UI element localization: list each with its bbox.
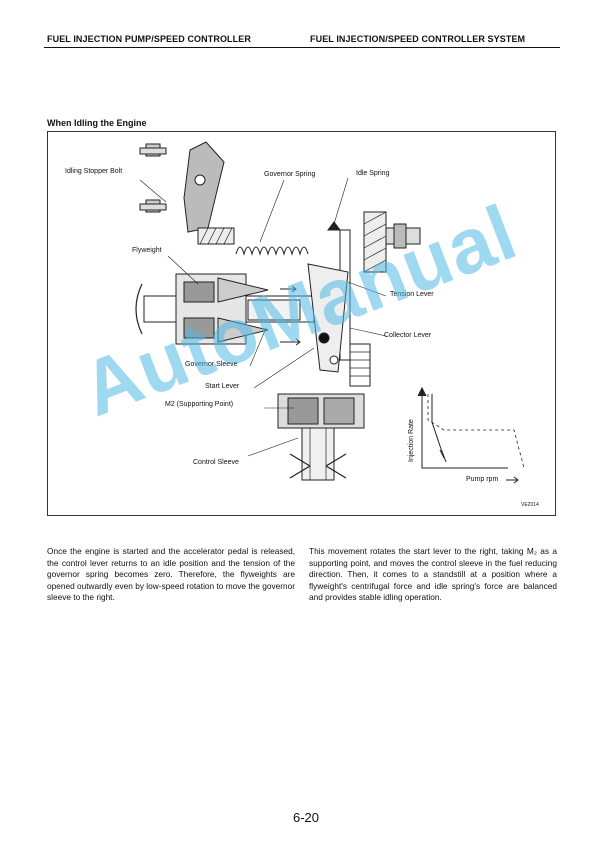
paragraph-left: Once the engine is started and the accel… xyxy=(47,546,295,602)
header-right: FUEL INJECTION/SPEED CONTROLLER SYSTEM xyxy=(310,34,526,44)
header-left: FUEL INJECTION PUMP/SPEED CONTROLLER xyxy=(47,34,251,44)
label-m2-supporting-point: M2 (Supporting Point) xyxy=(165,401,234,408)
section-title: When Idling the Engine xyxy=(47,118,147,128)
label-idling-stopper-bolt: Idling Stopper Bolt xyxy=(65,168,123,175)
figure-code: VE2014 xyxy=(521,502,539,508)
graph-x-label: Pump rpm xyxy=(466,476,499,483)
paragraph-right: This movement rotates the start lever to… xyxy=(309,546,557,602)
label-start-lever: Start Lever xyxy=(205,383,240,390)
label-governor-spring: Governor Spring xyxy=(264,171,316,178)
figure: Idling Stopper Bolt Governor Spring Idle… xyxy=(47,131,556,516)
mechanism-drawing xyxy=(135,141,525,484)
label-idle-spring: Idle Spring xyxy=(356,170,390,177)
graph-y-label: Injection Rate xyxy=(408,419,415,462)
label-flyweight: Flyweight xyxy=(132,247,162,254)
header-rule xyxy=(44,47,560,48)
label-collector-lever: Collector Lever xyxy=(384,332,432,339)
page-number: 6-20 xyxy=(292,810,320,825)
label-tension-lever: Tension Lever xyxy=(390,291,434,298)
label-governor-sleeve: Governor Sleeve xyxy=(185,361,238,368)
label-control-sleeve: Control Sleeve xyxy=(193,459,239,466)
